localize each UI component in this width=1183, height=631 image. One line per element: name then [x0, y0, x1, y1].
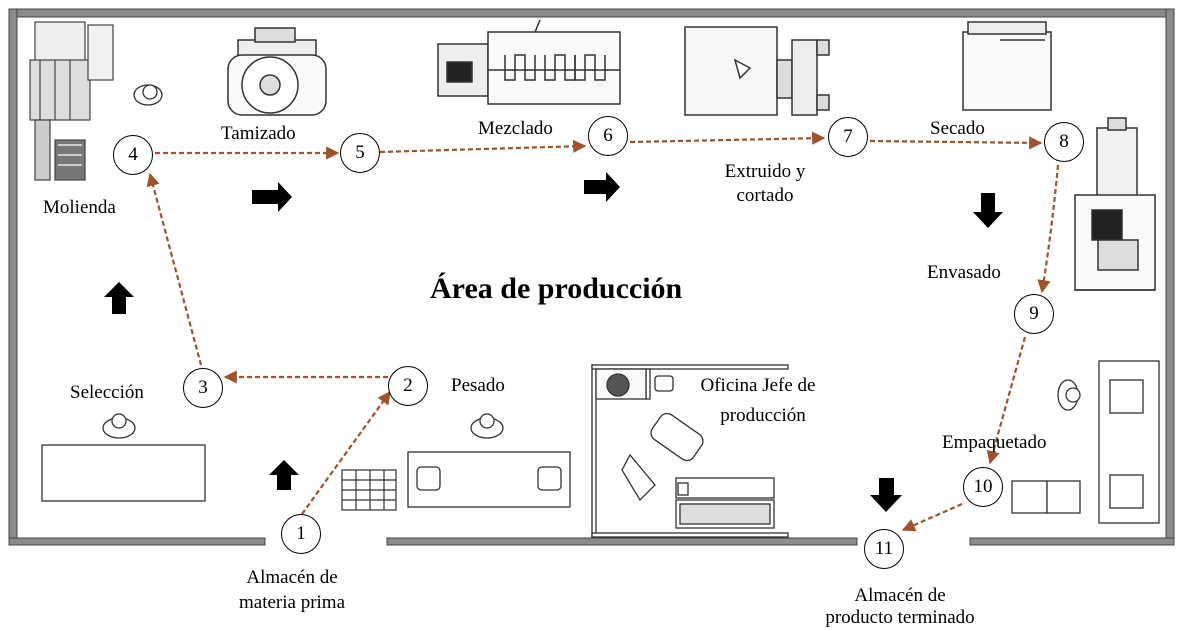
- station-node-7: 7: [828, 117, 868, 157]
- sieve-machine-icon: [227, 27, 327, 116]
- mixer-machine-icon: [437, 19, 621, 105]
- mill-machine-icon: [29, 21, 114, 181]
- operator-icon: [133, 84, 163, 106]
- extruder-machine-icon: [684, 26, 830, 116]
- label-extruido-line2: cortado: [736, 185, 794, 206]
- process-flow: [146, 131, 1060, 532]
- top-wall: [8, 8, 1175, 18]
- flow-9-10: [986, 336, 1027, 465]
- bottom-wall-left: [8, 537, 266, 546]
- flow-10-11: [901, 502, 963, 532]
- label-extruido-line1: Extruido y: [724, 161, 806, 182]
- packing-station: [1011, 360, 1160, 524]
- label-almacen-mp-line1: Almacén de: [246, 567, 338, 588]
- station-node-5: 5: [340, 133, 380, 173]
- station-node-4: 4: [113, 135, 153, 175]
- bottom-wall-middle: [386, 537, 858, 546]
- label-tamizado: Tamizado: [221, 123, 296, 144]
- label-oficina-line1: Oficina Jefe de: [700, 375, 816, 396]
- arrow-up-icon: [269, 460, 299, 490]
- pallet-icon: [341, 469, 397, 511]
- left-wall: [8, 8, 18, 546]
- flow-6-7: [629, 131, 826, 145]
- station-node-6: 6: [588, 116, 628, 156]
- bottom-wall-right: [969, 537, 1175, 546]
- dryer-machine-icon: [962, 21, 1052, 111]
- flow-3-4: [146, 172, 203, 366]
- arrow-right-icon: [252, 182, 292, 212]
- label-empaquetado: Empaquetado: [942, 432, 1047, 453]
- label-seleccion: Selección: [70, 382, 144, 403]
- label-envasado: Envasado: [927, 262, 1001, 283]
- label-almacen-pt-line1: Almacén de: [854, 585, 946, 606]
- right-wall: [1165, 8, 1175, 546]
- label-mezclado: Mezclado: [478, 118, 553, 139]
- operator-icon: [470, 413, 504, 439]
- label-almacen-mp-line2: materia prima: [238, 592, 346, 613]
- filling-machine-icon: [1074, 117, 1156, 291]
- station-node-10: 10: [963, 467, 1003, 507]
- station-node-3: 3: [183, 368, 223, 408]
- production-area-title: Área de producción: [430, 272, 683, 305]
- office-area: [591, 364, 789, 538]
- flow-1-2: [301, 390, 391, 515]
- label-oficina-line2: producción: [720, 405, 806, 426]
- label-pesado: Pesado: [451, 375, 505, 396]
- operator-icon: [102, 413, 136, 439]
- station-node-11: 11: [864, 529, 904, 569]
- operator-icon: [1057, 379, 1081, 411]
- label-almacen-pt-line2: producto terminado: [825, 607, 975, 628]
- station-node-1: 1: [281, 514, 321, 554]
- arrow-down-icon: [973, 193, 1003, 228]
- flow-7-8: [869, 136, 1043, 150]
- arrow-up-icon: [104, 282, 134, 314]
- flow-5-6: [379, 139, 587, 154]
- station-node-8: 8: [1044, 122, 1084, 162]
- weighing-table: [407, 451, 571, 508]
- station-node-2: 2: [388, 366, 428, 406]
- station-node-9: 9: [1014, 294, 1054, 334]
- flow-8-9: [1037, 164, 1060, 294]
- label-secado: Secado: [930, 118, 985, 139]
- direction-arrows: [104, 172, 1003, 512]
- selection-table: [41, 444, 206, 502]
- building-walls: [8, 8, 1175, 546]
- label-molienda: Molienda: [43, 197, 116, 218]
- arrow-down-icon: [870, 478, 902, 512]
- arrow-right-icon: [584, 172, 620, 202]
